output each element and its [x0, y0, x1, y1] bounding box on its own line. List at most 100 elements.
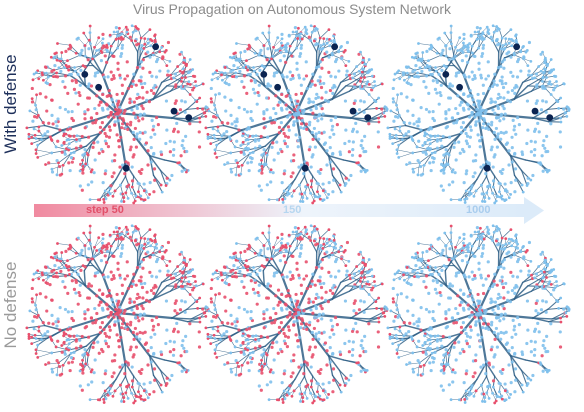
branch-node [232, 255, 236, 259]
healthy-node [364, 349, 368, 354]
branch-node [137, 382, 141, 386]
infected-node [105, 103, 109, 107]
network-edge [35, 149, 52, 154]
healthy-node [270, 145, 274, 149]
infected-node [148, 70, 152, 74]
branch-node [367, 93, 371, 96]
network-edge [263, 144, 271, 155]
healthy-node [491, 179, 496, 183]
branch-node [180, 276, 184, 280]
branch-node [397, 143, 401, 147]
branch-node [234, 271, 238, 275]
branch-node [257, 169, 261, 173]
healthy-node [473, 76, 477, 80]
healthy-node [292, 120, 296, 124]
healthy-node [392, 119, 396, 123]
network-edge [321, 54, 333, 59]
healthy-node [324, 98, 328, 102]
network-edge [186, 307, 199, 310]
branch-node [179, 284, 183, 288]
branch-node [421, 144, 425, 147]
infected-node [117, 310, 122, 314]
infected-node [380, 307, 384, 311]
branch-node [169, 273, 172, 277]
healthy-node [87, 82, 91, 86]
infected-node [302, 309, 306, 313]
branch-node [177, 161, 181, 165]
healthy-node [462, 92, 466, 97]
healthy-node [466, 60, 470, 64]
branch-node [33, 333, 37, 337]
healthy-node [454, 74, 458, 78]
infected-node [323, 341, 328, 345]
branch-node [63, 66, 66, 70]
infected-node [313, 345, 317, 349]
defender-node [81, 70, 89, 78]
network-edge [498, 37, 503, 53]
network-edge [170, 285, 182, 292]
branch-node [252, 69, 256, 73]
network-edge [240, 165, 243, 175]
infected-node [107, 135, 111, 139]
healthy-node [500, 60, 504, 64]
branch-node [81, 358, 84, 362]
defender-node [122, 164, 130, 172]
healthy-node [316, 95, 320, 99]
branch-node [90, 168, 94, 172]
branch-node [34, 152, 38, 155]
healthy-node [247, 368, 251, 373]
infected-node [259, 134, 263, 139]
infected-node [281, 327, 285, 332]
healthy-node [285, 307, 289, 311]
branch-node [475, 37, 479, 41]
branch-node [252, 269, 256, 273]
healthy-node [310, 130, 314, 135]
infected-node [123, 372, 127, 376]
infected-node [330, 328, 334, 332]
healthy-node [63, 307, 68, 312]
healthy-node [480, 135, 484, 139]
branch-node [304, 230, 308, 234]
branch-node [121, 237, 125, 241]
healthy-node [465, 141, 469, 146]
infected-node [296, 299, 300, 303]
branch-node [449, 24, 453, 28]
infected-node [64, 49, 68, 53]
infected-node [112, 359, 117, 363]
healthy-node [470, 184, 474, 188]
healthy-node [304, 28, 308, 32]
branch-node [168, 378, 172, 382]
network-edge [319, 29, 330, 39]
healthy-node [108, 186, 112, 190]
healthy-node [266, 82, 270, 86]
branch-node [191, 74, 195, 78]
healthy-node [168, 139, 172, 143]
branch-node [439, 53, 443, 57]
network-edge [35, 94, 37, 106]
branch-node [54, 145, 58, 149]
branch-node [552, 68, 556, 71]
infected-node [77, 290, 81, 295]
branch-node [112, 30, 116, 34]
healthy-node [278, 59, 282, 63]
branch-node [512, 53, 516, 57]
healthy-node [298, 251, 303, 256]
branch-node [40, 338, 43, 342]
network-edge [319, 229, 330, 239]
infected-node [116, 308, 121, 312]
healthy-node [310, 330, 314, 335]
branch-node [44, 271, 48, 275]
healthy-node [466, 49, 471, 54]
branch-node [262, 244, 266, 247]
network-edge [350, 117, 368, 123]
branch-node [74, 51, 78, 55]
branch-node [416, 58, 420, 62]
healthy-node [78, 83, 82, 87]
healthy-node [281, 75, 285, 79]
branch-node [414, 52, 418, 56]
branch-node [93, 45, 96, 49]
defender-node [170, 107, 178, 115]
infected-node [125, 322, 129, 326]
branch-node [87, 238, 91, 242]
branch-node [97, 236, 101, 240]
